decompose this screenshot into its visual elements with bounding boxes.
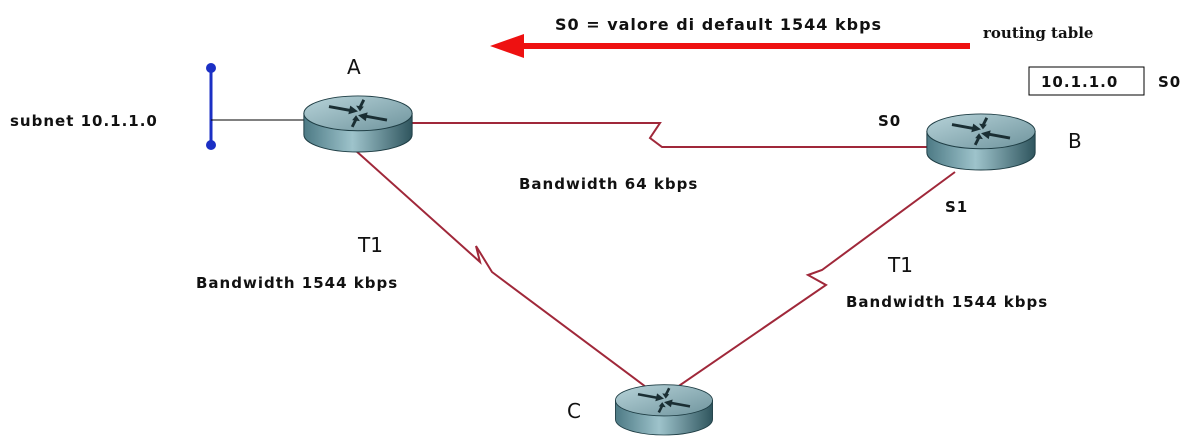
router-a-label: A (347, 55, 361, 79)
link-b-c (669, 171, 956, 393)
link-a-b (410, 122, 930, 148)
interface-b-s0: S0 (878, 112, 901, 130)
link-ab-bandwidth: Bandwidth 64 kbps (519, 175, 698, 193)
link-ac-bandwidth: Bandwidth 1544 kbps (196, 274, 398, 292)
routing-table-title: routing table (983, 24, 1093, 42)
link-bc-bandwidth: Bandwidth 1544 kbps (846, 293, 1048, 311)
router-b-icon (925, 112, 1037, 172)
routing-table-interface: S0 (1158, 73, 1181, 91)
router-a-icon (302, 94, 414, 154)
subnet-label: subnet 10.1.1.0 (10, 112, 158, 130)
interface-b-s1: S1 (945, 198, 968, 216)
routing-table-subnet: 10.1.1.0 (1041, 73, 1118, 91)
routing-table-box (1028, 66, 1145, 96)
link-ac-type: T1 (357, 233, 383, 257)
link-a-c (354, 149, 651, 391)
router-c-icon (614, 383, 714, 437)
router-b-label: B (1068, 129, 1082, 153)
subnet-bar-end-top (206, 63, 216, 73)
link-bc-type: T1 (887, 253, 913, 277)
arrow-head (490, 34, 524, 58)
top-note: S0 = valore di default 1544 kbps (555, 15, 882, 34)
router-c-label: C (567, 399, 581, 423)
subnet-bar-end-bottom (206, 140, 216, 150)
